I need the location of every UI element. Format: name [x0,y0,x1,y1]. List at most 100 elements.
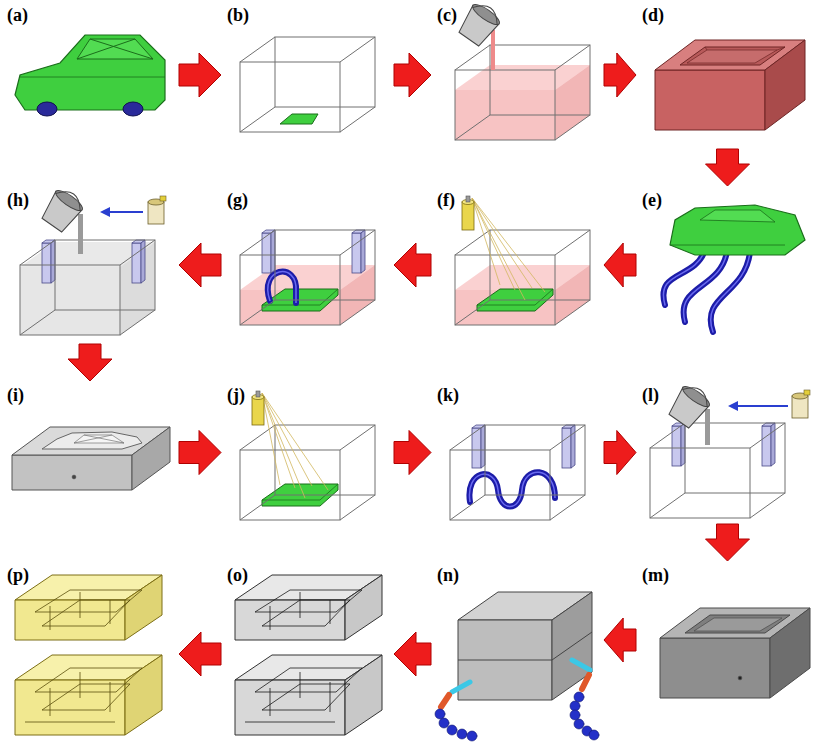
illustration-part [555,65,590,140]
illustration-part [77,39,153,59]
mold-halves [235,575,382,735]
process-panel: (f) [435,190,600,340]
illustration-part [574,719,584,729]
spray-can [462,196,474,230]
illustration-part [42,684,130,710]
illustration-part [687,50,777,63]
illustration-part [262,684,350,710]
spray-rays [472,198,545,300]
process-panel: (b) [225,5,390,145]
panel-label: (i) [5,385,26,405]
process-panel: (o) [225,565,390,743]
illustration-part [15,35,165,110]
illustration-part [457,729,467,739]
illustration-part [15,680,125,735]
illustration-part [458,620,552,700]
illustration-part [458,660,552,661]
flow-arrow [604,243,636,287]
illustration-part [663,250,750,332]
illustration-part [268,272,296,303]
process-panel: (d) [640,5,815,145]
illustration-part [684,252,727,322]
blue-arrow [728,401,788,411]
illustration-part [655,70,765,130]
illustration-part [777,47,785,50]
silicone-mold [655,40,805,130]
illustration-part [663,250,705,305]
mold-box [650,423,785,518]
process-panel: (j) [225,385,390,520]
panel-label: (o) [225,565,250,585]
illustration-part [125,655,162,735]
illustration-part [555,265,590,325]
illustration-part [255,590,362,612]
mold-box [455,230,590,325]
illustration-part [108,211,143,213]
mold-box [20,240,155,335]
illustration-part [472,425,575,468]
process-panel: (a) [5,5,175,145]
illustration-part [441,695,449,707]
illustration-part [455,230,590,325]
part-with-tubes [663,205,805,332]
illustration-part [42,432,142,449]
illustration-part [262,393,295,488]
pour-bucket [39,185,87,234]
illustration-part [240,425,375,520]
illustration-part [35,590,142,612]
illustration-part [472,198,545,292]
panel-label: (e) [640,190,664,210]
illustration-part [245,722,335,723]
panel-label: (b) [225,5,251,25]
illustration-part [345,655,382,735]
illustration-part [262,393,312,486]
flow-arrow [179,53,221,97]
illustration-part [240,37,375,132]
illustration-part [262,393,305,498]
illustration-part [235,600,345,640]
illustration-part [472,198,532,288]
flow-arrow [394,53,431,97]
illustration-part [663,250,705,305]
flow-arrow [394,632,431,676]
illustration-part [455,45,590,140]
panel-label: (l) [640,385,661,405]
illustration-part [280,114,318,124]
process-panel: (n) [435,565,600,743]
illustration-part [650,423,785,518]
illustration-part [25,590,142,722]
illustration-part [50,672,110,716]
panel-label: (f) [435,190,457,210]
illustration-part [455,290,555,325]
grey-mold [12,427,170,490]
illustration-part [20,77,165,78]
illustration-part [262,600,350,626]
illustration-part [572,660,590,670]
illustration-part [20,240,155,335]
illustration-part [552,632,592,660]
flow-arrow [394,431,431,475]
pour-bucket [666,381,714,430]
illustration-part [680,47,785,65]
illustration-part [439,718,449,728]
illustration-part [12,455,132,490]
illustration-part [469,472,555,506]
pour-stream [491,30,495,70]
illustration-part [42,600,130,626]
process-panel: (p) [5,565,175,743]
flow-arrow [179,431,221,475]
illustration-part [472,198,525,300]
flow-arrow [604,618,636,662]
pour-stream [78,214,83,254]
process-panel: (h) [5,190,175,340]
flow-arrow [706,149,750,186]
panel-label: (j) [225,385,247,405]
illustration-part [77,39,135,59]
illustration-part [25,722,115,723]
illustration-part [711,252,750,332]
process-panel: (m) [640,565,815,715]
illustration-part [570,701,580,711]
illustration-part [447,725,457,735]
